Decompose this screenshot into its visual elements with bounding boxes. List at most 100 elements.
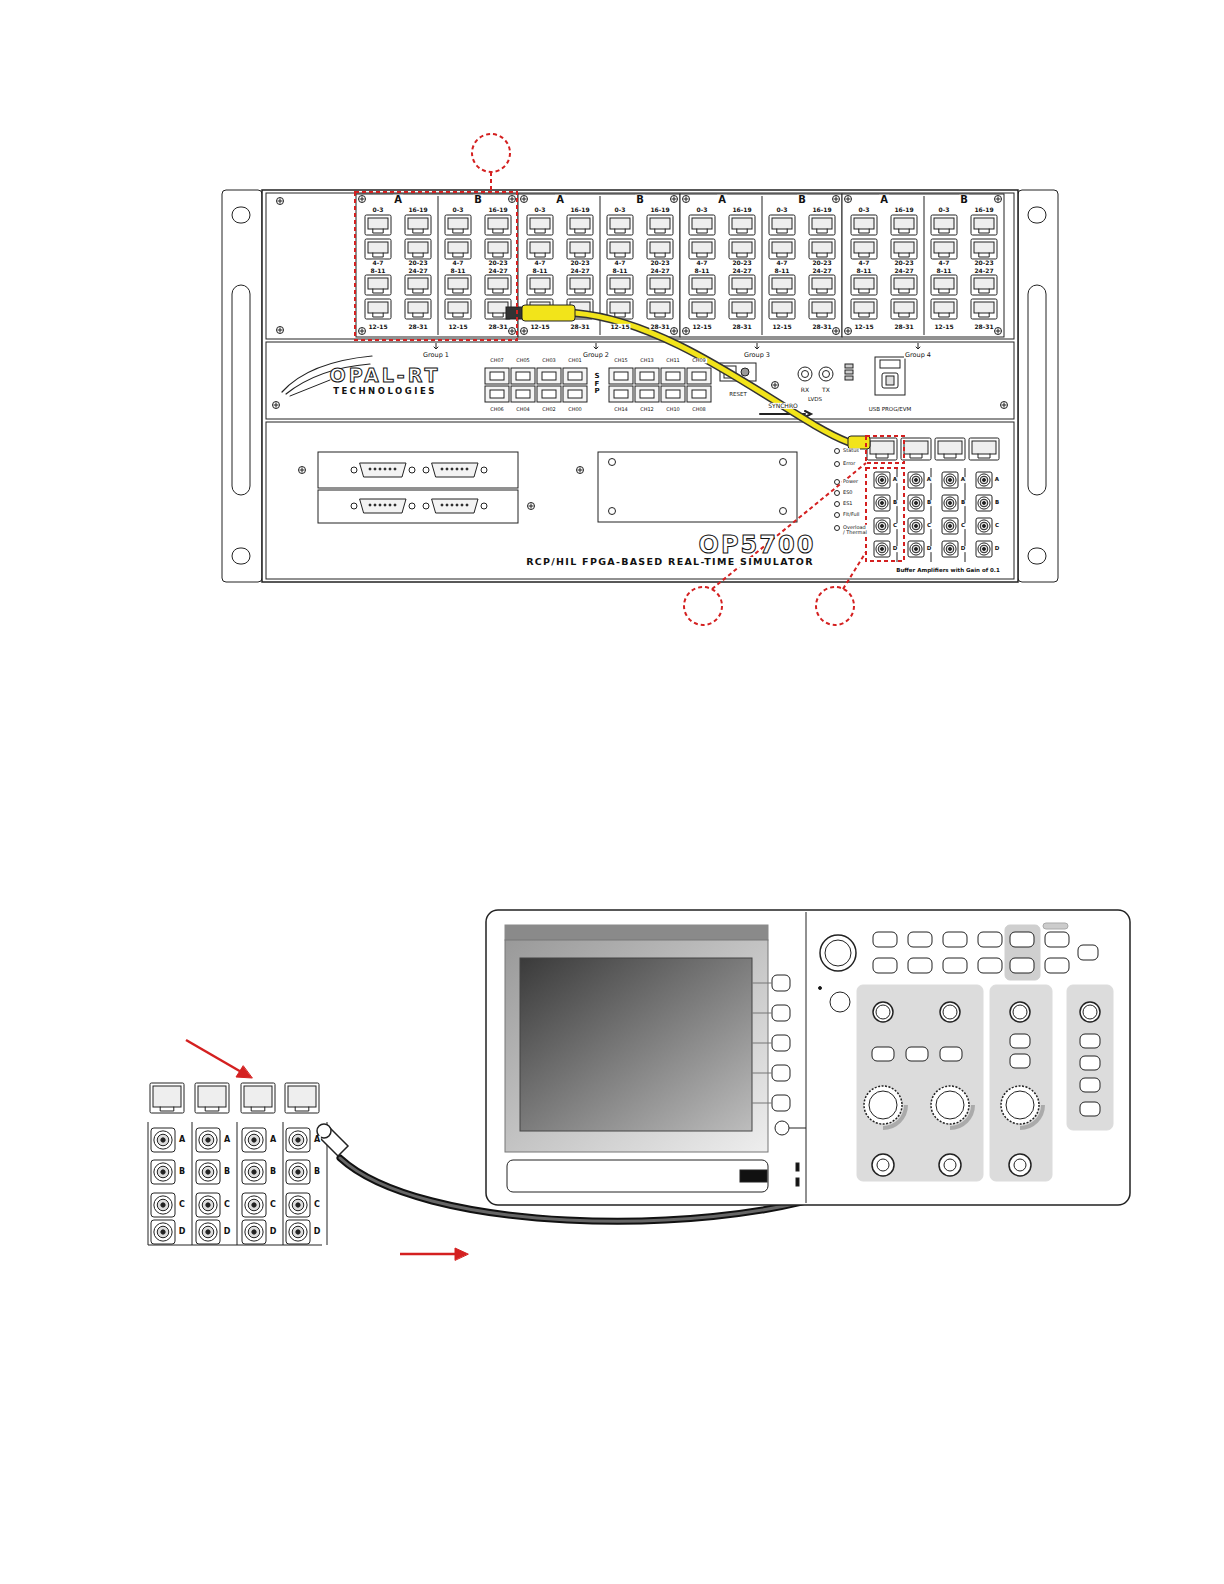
panel-label: CH04 [515, 407, 531, 412]
panel-label: 8-11 [531, 268, 548, 274]
rj45-latch [535, 289, 545, 293]
rack-slot [232, 285, 250, 495]
screw-slot [848, 197, 849, 202]
screw-slot [686, 329, 687, 334]
rj45-socket [772, 278, 792, 289]
panel-label: B [892, 500, 898, 506]
rj45-socket [894, 218, 914, 229]
bnc-ring [980, 476, 988, 484]
rj45-port [851, 275, 877, 295]
dvi-pin [446, 504, 448, 506]
module-divider [924, 196, 925, 335]
dvi-pin [389, 468, 391, 470]
rj45-socket [198, 1086, 226, 1107]
column-divider [192, 1122, 193, 1245]
rj45-latch [453, 289, 463, 293]
rj45-port [769, 239, 795, 259]
rj45-latch [737, 289, 747, 293]
front-button [1045, 932, 1069, 947]
rj45-latch [939, 289, 949, 293]
bnc-ring [978, 543, 990, 555]
rj45-socket [934, 218, 954, 229]
knob [1010, 1002, 1030, 1022]
bnc-pin [206, 1170, 210, 1174]
sfp-slot [692, 390, 706, 398]
bnc-ring [910, 474, 922, 486]
panel-label: D [926, 546, 933, 552]
rj45-socket [448, 242, 468, 253]
bnc-pin [252, 1170, 256, 1174]
bnc-connector [286, 1160, 310, 1184]
bnc-pin [949, 502, 952, 505]
bnc-connector [286, 1220, 310, 1244]
dvi-pin [389, 504, 391, 506]
screw-slot [362, 329, 363, 334]
t-button [1080, 1078, 1100, 1092]
panel-label: C [892, 523, 898, 529]
rj45-socket [934, 302, 954, 313]
sfp-slot [542, 390, 556, 398]
bnc-ring [910, 497, 922, 509]
rj45-latch [295, 1107, 309, 1111]
product-name: OP5700 [698, 533, 817, 558]
rj45-socket [692, 278, 712, 289]
rj45-latch [859, 253, 869, 257]
dvi-pin [461, 468, 463, 470]
panel-label: 12-15 [609, 324, 630, 330]
rj45-socket [244, 1086, 272, 1107]
bnc-ring [946, 522, 954, 530]
panel-label: CH10 [665, 407, 681, 412]
panel-label: 16-19 [569, 207, 590, 213]
bnc-ring [980, 499, 988, 507]
dvi-pin [374, 468, 376, 470]
screw [995, 196, 1002, 203]
panel-label: 0-3 [534, 207, 547, 213]
bnc-pin [983, 525, 986, 528]
panel-label: CH12 [639, 407, 655, 412]
callout-circle [684, 587, 722, 625]
sfp-slot [666, 372, 680, 380]
rj45-latch [535, 229, 545, 233]
bnc-pin [296, 1203, 300, 1207]
rj45-port [931, 215, 957, 235]
group-tick [755, 347, 759, 349]
sfp-slot [568, 372, 582, 380]
rj45-socket [650, 278, 670, 289]
front-button [978, 932, 1002, 947]
panel-label: Group 4 [904, 352, 932, 359]
horizontal-panel [990, 985, 1052, 1181]
panel-label: 24-27 [407, 268, 428, 274]
sfp-cage [511, 368, 535, 384]
rj45-latch [777, 229, 787, 233]
panel-label: Overload / Thermal [842, 525, 868, 536]
panel-label: 12-15 [447, 324, 468, 330]
bnc-connector [908, 518, 924, 534]
panel-label: 28-31 [731, 324, 752, 330]
simulator-face [266, 422, 1014, 579]
module-divider [762, 196, 763, 335]
dvi-pin [461, 504, 463, 506]
bnc-pin [915, 525, 918, 528]
led [835, 513, 840, 518]
panel-label: 12-15 [367, 324, 388, 330]
bnc-ring [245, 1223, 263, 1241]
panel-label: 28-31 [649, 324, 670, 330]
panel-label: A [223, 1136, 231, 1144]
leader-line [843, 552, 866, 589]
rj45-socket [488, 302, 508, 313]
rj45-port [527, 275, 553, 295]
panel-label: C [960, 523, 966, 529]
screw [359, 328, 366, 335]
bnc-connector [286, 1128, 310, 1152]
bnc-connector [196, 1193, 220, 1217]
rj45-socket [894, 302, 914, 313]
sfp-slot [490, 372, 504, 380]
panel-label: B [223, 1168, 231, 1176]
screw-slot [276, 403, 277, 408]
dvi-pin [456, 504, 458, 506]
rj45-port [567, 239, 593, 259]
rj45-socket [610, 218, 630, 229]
bnc-pin [915, 479, 918, 482]
trigger-panel [1067, 985, 1113, 1130]
bnc-pin [949, 548, 952, 551]
